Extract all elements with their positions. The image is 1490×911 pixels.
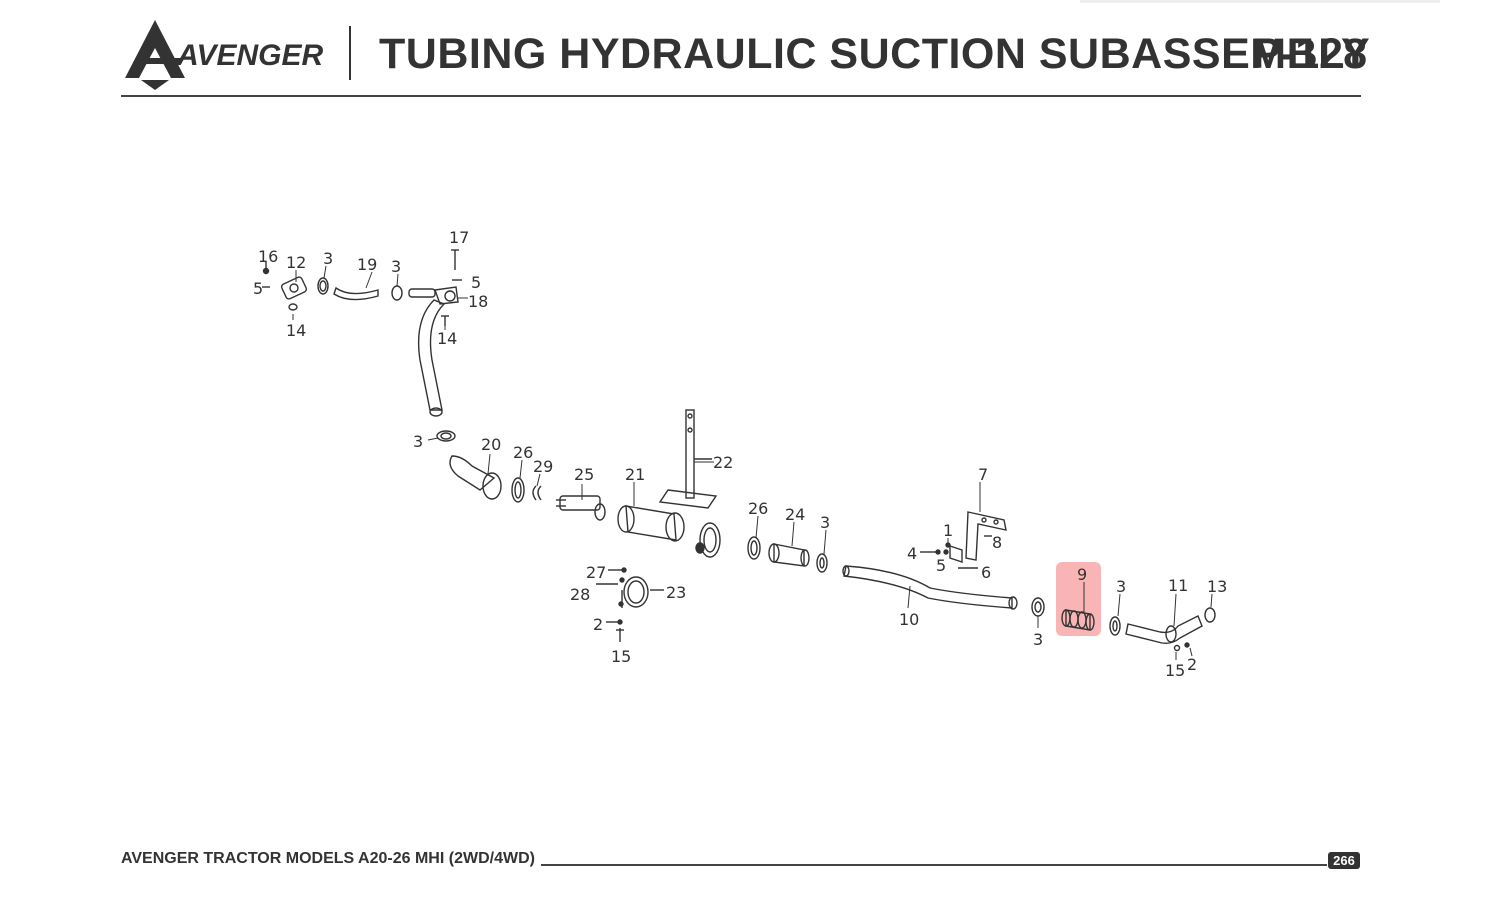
leader-lines [292,265,1213,660]
callout-27: 27 [586,563,606,582]
callout-29: 29 [533,457,553,476]
callout-3: 3 [1033,630,1043,649]
callout-5: 5 [253,279,263,298]
page-code: P-128 [1252,30,1367,78]
callout-3: 3 [820,513,830,532]
callout-28: 28 [570,585,590,604]
callout-3: 3 [323,249,333,268]
callout-1: 1 [943,521,953,540]
footer-model-text: AVENGER TRACTOR MODELS A20-26 MHI (2WD/4… [121,850,535,867]
callout-18: 18 [468,292,488,311]
logo-brand-text: AVENGER [176,39,323,72]
callout-3: 3 [391,257,401,276]
callout-3: 3 [1116,577,1126,596]
callout-19: 19 [357,255,377,274]
part-group-lower-left [596,567,664,642]
header-rule [121,95,1361,97]
callout-2: 2 [593,615,603,634]
callout-12: 12 [286,253,306,272]
page-title: TUBING HYDRAULIC SUCTION SUBASSEMBLY [379,30,1371,78]
part-group-bracket [920,511,1007,569]
callout-17: 17 [449,228,469,247]
callout-8: 8 [992,533,1002,552]
callout-5: 5 [936,556,946,575]
part-group-upper [262,249,462,417]
part-group-center [747,536,1018,610]
callout-labels: 16 5 12 3 14 19 3 17 5 18 14 3 20 26 29 … [253,228,1227,680]
callout-25: 25 [574,465,594,484]
footer-rule [541,864,1327,866]
callout-7: 7 [978,465,988,484]
part-group-middle [436,409,721,558]
callout-6: 6 [981,563,991,582]
callout-23: 23 [666,583,686,602]
callout-21: 21 [625,465,645,484]
callout-4: 4 [907,544,917,563]
callout-3: 3 [413,432,423,451]
callout-15: 15 [1165,661,1185,680]
page-number-badge: 266 [1328,852,1360,869]
callout-2: 2 [1187,655,1197,674]
top-edge-strip [1080,0,1440,3]
callout-24: 24 [785,505,805,524]
callout-9-highlighted: 9 [1077,565,1087,584]
callout-26: 26 [748,499,768,518]
part-group-right [1031,597,1216,652]
callout-10: 10 [899,610,919,629]
avenger-logo: AVENGER [125,20,323,90]
callout-5: 5 [471,273,481,292]
callout-22: 22 [713,453,733,472]
logo-divider [349,26,351,80]
callout-14: 14 [437,329,457,348]
callout-20: 20 [481,435,501,454]
callout-26: 26 [513,443,533,462]
callout-13: 13 [1207,577,1227,596]
page-header: AVENGER TUBING HYDRAULIC SUCTION SUBASSE… [121,14,1370,98]
callout-11: 11 [1168,576,1188,595]
callout-16: 16 [258,247,278,266]
callout-14: 14 [286,321,306,340]
callout-15: 15 [611,647,631,666]
